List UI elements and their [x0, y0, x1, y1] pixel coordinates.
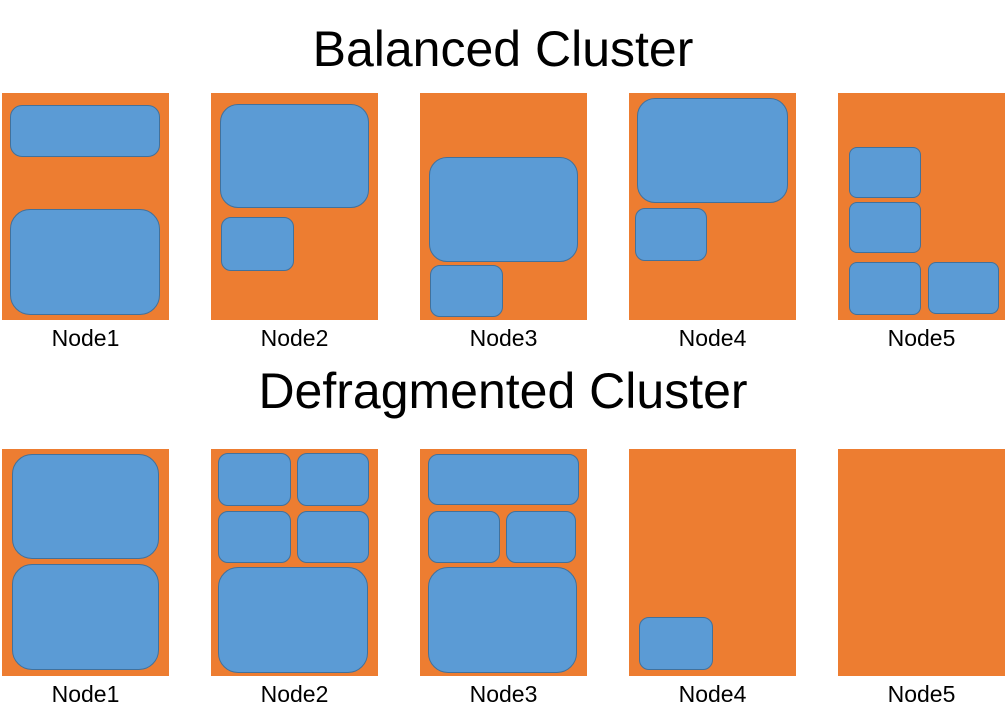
- vm-block: [220, 104, 369, 208]
- balanced-node4-label: Node4: [678, 325, 747, 351]
- defragmented-node1: [2, 449, 169, 676]
- balanced-node3-label: Node3: [469, 325, 538, 351]
- vm-block: [637, 98, 788, 203]
- defragmented-node3-label: Node3: [469, 681, 538, 707]
- vm-block: [10, 209, 160, 315]
- defragmented-cluster-title: Defragmented Cluster: [258, 363, 748, 419]
- balanced-node1: [2, 93, 169, 320]
- vm-block: [12, 454, 159, 559]
- vm-block: [635, 208, 707, 261]
- vm-block: [849, 262, 921, 315]
- vm-block: [297, 511, 369, 563]
- vm-block: [430, 265, 503, 317]
- vm-block: [429, 157, 578, 262]
- vm-block: [639, 617, 713, 670]
- vm-block: [297, 453, 369, 506]
- vm-block: [428, 454, 579, 505]
- vm-block: [428, 511, 500, 563]
- balanced-cluster-title: Balanced Cluster: [312, 21, 694, 77]
- defragmented-node2-label: Node2: [260, 681, 329, 707]
- vm-block: [218, 567, 368, 673]
- defragmented-node1-label: Node1: [51, 681, 120, 707]
- defragmented-node3: [420, 449, 587, 676]
- vm-block: [221, 217, 294, 271]
- vm-block: [849, 147, 921, 198]
- defragmented-node4-label: Node4: [678, 681, 747, 707]
- defragmented-node5-label: Node5: [887, 681, 956, 707]
- balanced-node3: [420, 93, 587, 320]
- balanced-node1-label: Node1: [51, 325, 120, 351]
- defragmented-node5: [838, 449, 1005, 676]
- vm-block: [428, 567, 577, 673]
- balanced-node2-label: Node2: [260, 325, 329, 351]
- balanced-node2: [211, 93, 378, 320]
- defragmented-node2: [211, 449, 378, 676]
- vm-block: [506, 511, 576, 563]
- defragmented-node4: [629, 449, 796, 676]
- balanced-node4: [629, 93, 796, 320]
- balanced-node5: [838, 93, 1005, 320]
- vm-block: [928, 262, 999, 314]
- balanced-node5-label: Node5: [887, 325, 956, 351]
- vm-block: [218, 453, 291, 506]
- vm-block: [10, 105, 160, 157]
- vm-block: [849, 202, 921, 253]
- vm-block: [12, 564, 159, 670]
- vm-block: [218, 511, 291, 563]
